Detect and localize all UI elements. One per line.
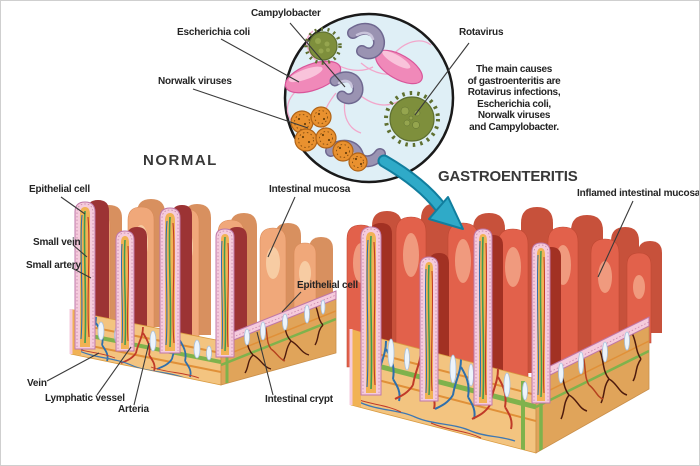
label-inflamed-intestinal-mucosa: Inflamed intestinal mucosa (577, 188, 700, 199)
sectioned-villus (159, 207, 181, 354)
normal-sectioned-villi (74, 201, 235, 358)
sectioned-villus (473, 228, 493, 406)
inset-caption-text: The main causes of gastroenteritis are R… (467, 64, 561, 133)
normal-section-title: NORMAL (143, 152, 218, 169)
normal-mucosa-band (220, 290, 337, 346)
label-arteria: Arteria (118, 404, 149, 415)
inflamed-villi-block (346, 203, 662, 454)
label-campylobacter: Campylobacter (251, 8, 321, 19)
gastro-front-crypts (387, 338, 528, 401)
gastroenteritis-section-title: GASTROENTERITIS (438, 168, 578, 185)
label-norwalk-viruses: Norwalk viruses (158, 76, 232, 87)
sectioned-villus (360, 226, 382, 396)
sectioned-villus (531, 242, 551, 404)
infection-arrow (377, 154, 464, 230)
sectioned-villus (215, 228, 235, 358)
sectioned-villus (419, 256, 439, 402)
e-coli-bacteria (284, 49, 423, 94)
label-small-artery: Small artery (26, 260, 81, 271)
normal-villi-block (69, 199, 337, 386)
label-lymphatic-vessel: Lymphatic vessel (45, 393, 125, 404)
label-rotavirus: Rotavirus (459, 27, 504, 38)
label-vein: Vein (27, 378, 47, 389)
label-epithelial-cell-left: Epithelial cell (29, 184, 90, 195)
pathogen-inset (283, 12, 455, 184)
label-epithelial-cell-right: Epithelial cell (297, 280, 358, 291)
gastro-left-edge (349, 329, 361, 407)
norwalk-virus-particles (290, 106, 368, 172)
sectioned-villus (74, 201, 96, 350)
label-escherichia-coli: Escherichia coli (177, 27, 250, 38)
gastro-sectioned-villi (360, 226, 551, 406)
label-intestinal-mucosa: Intestinal mucosa (269, 184, 351, 195)
sectioned-villus (115, 230, 135, 352)
leader-lines (46, 22, 634, 406)
label-intestinal-crypt: Intestinal crypt (265, 394, 333, 405)
label-small-vein: Small vein (33, 237, 81, 248)
